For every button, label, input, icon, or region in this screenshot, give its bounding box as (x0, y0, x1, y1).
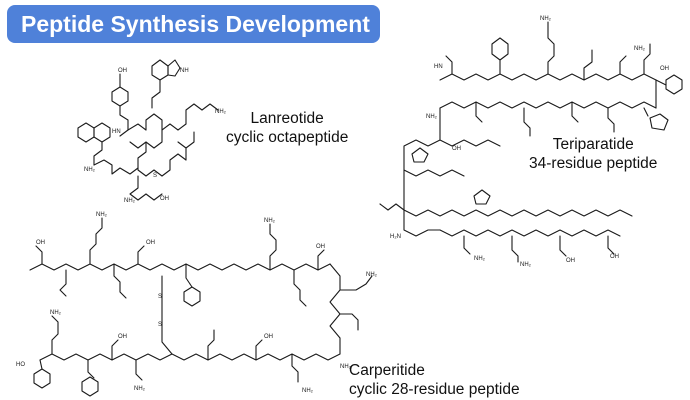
svg-text:OH: OH (610, 254, 619, 260)
svg-text:S: S (153, 173, 157, 179)
carperitide-label: Carperitide cyclic 28-residue peptide (349, 361, 520, 399)
svg-text:NH₂: NH₂ (134, 386, 146, 392)
page-title: Peptide Synthesis Development (21, 10, 370, 37)
svg-text:NH₂: NH₂ (520, 262, 532, 268)
teriparatide-structure: NH₂ HN NH₂ H₂N NH₂ OH NH₂ OH OH OH NH₂ (379, 16, 683, 268)
svg-text:OH: OH (36, 240, 45, 246)
svg-text:NH₂: NH₂ (215, 109, 227, 115)
svg-text:NH₂: NH₂ (474, 256, 486, 262)
svg-text:OH: OH (660, 66, 669, 72)
svg-text:HO: HO (16, 362, 25, 368)
svg-text:NH₂: NH₂ (264, 218, 276, 224)
svg-text:HN: HN (434, 64, 443, 70)
svg-text:OH: OH (264, 334, 273, 340)
svg-text:OH: OH (146, 240, 155, 246)
lanreotide-name: Lanreotide (250, 110, 324, 127)
svg-text:NH₂: NH₂ (540, 16, 552, 22)
svg-text:NH₂: NH₂ (634, 46, 646, 52)
svg-text:OH: OH (316, 244, 325, 250)
svg-text:OH: OH (118, 68, 127, 74)
teriparatide-name: Teriparatide (552, 136, 634, 153)
svg-text:OH: OH (160, 196, 169, 202)
svg-text:NH₂: NH₂ (302, 388, 314, 394)
svg-text:NH₂: NH₂ (96, 212, 108, 218)
carperitide-name: Carperitide (349, 362, 425, 379)
svg-text:HN: HN (112, 129, 121, 135)
svg-text:OH: OH (118, 334, 127, 340)
svg-text:NH₂: NH₂ (124, 198, 136, 204)
svg-text:NH₂: NH₂ (50, 310, 62, 316)
svg-text:NH₂: NH₂ (84, 167, 96, 173)
carperitide-description: cyclic 28-residue peptide (349, 381, 520, 398)
lanreotide-description: cyclic octapeptide (226, 129, 349, 146)
svg-text:S: S (158, 294, 162, 300)
svg-text:OH: OH (452, 146, 461, 152)
title-banner: Peptide Synthesis Development (7, 5, 380, 43)
svg-text:H₂N: H₂N (390, 234, 401, 240)
svg-text:NH₂: NH₂ (366, 272, 378, 278)
svg-text:NH₂: NH₂ (426, 114, 438, 120)
svg-text:OH: OH (566, 258, 575, 264)
lanreotide-structure: NH₂ NH₂ S OH NH NH₂ OH HN (77, 59, 227, 204)
svg-text:S: S (158, 322, 162, 328)
teriparatide-description: 34-residue peptide (529, 155, 658, 172)
teriparatide-label: Teriparatide 34-residue peptide (529, 135, 657, 173)
carperitide-structure: S S OH NH₂ NH₂ OH NH₂ OH NH₂ HO OH (16, 212, 378, 397)
svg-text:NH: NH (180, 68, 189, 74)
svg-text:NH₂: NH₂ (340, 364, 352, 370)
lanreotide-label: Lanreotide cyclic octapeptide (226, 109, 348, 147)
